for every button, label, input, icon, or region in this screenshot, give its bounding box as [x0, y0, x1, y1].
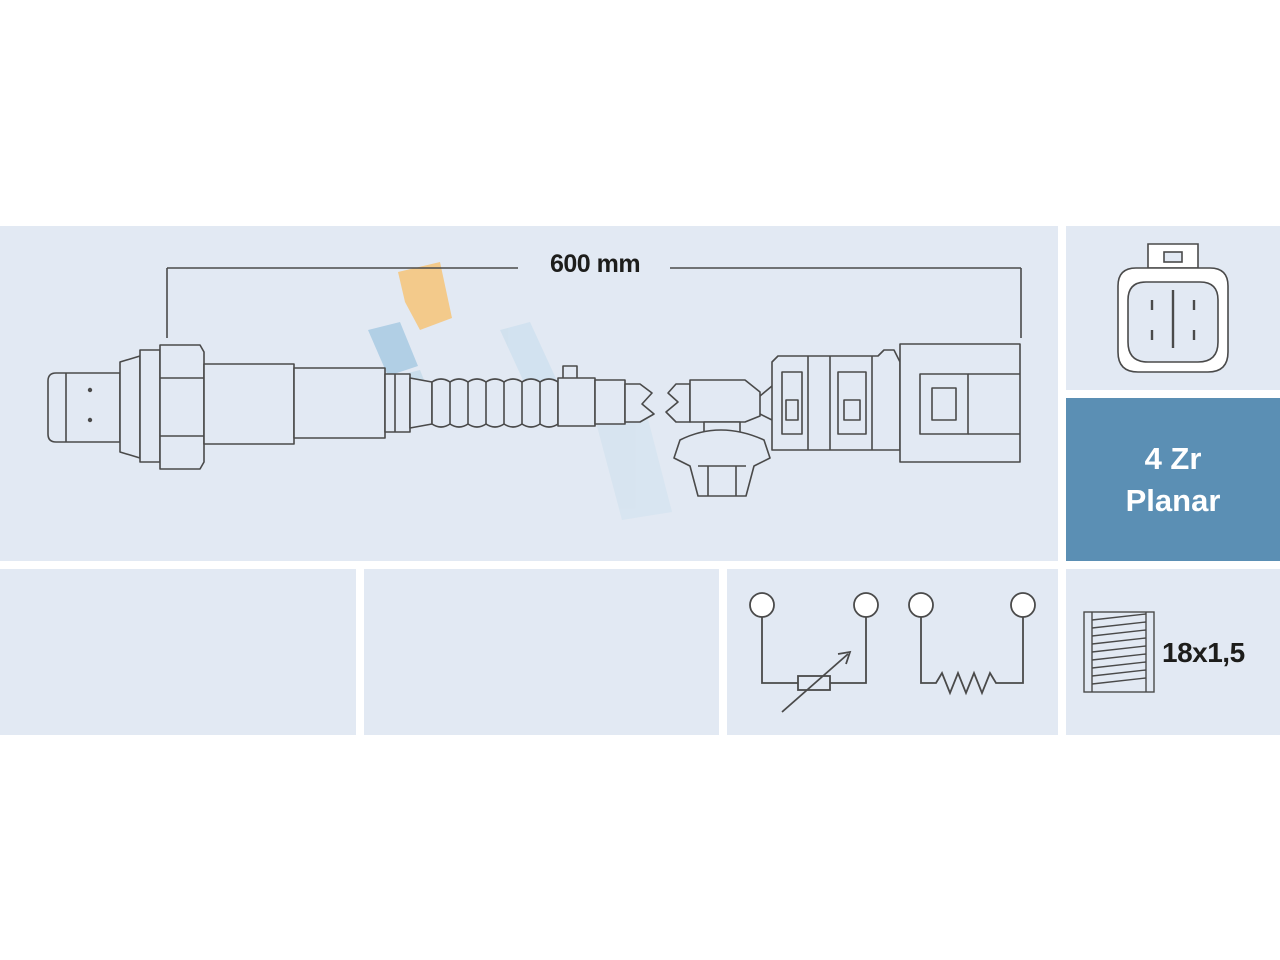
hex-nut: [159, 344, 205, 470]
empty-panel-2: [364, 569, 719, 735]
thread-icon: [1083, 611, 1155, 693]
sensor-type-label: 4 Zr Planar: [1066, 438, 1280, 522]
dimension-line: [166, 267, 1022, 338]
sensor-type-line-2: Planar: [1125, 483, 1221, 518]
cable-length-label: 600 mm: [520, 250, 670, 279]
connector-housing: [771, 349, 901, 451]
circuit-panel: [727, 569, 1058, 735]
protective-sleeve: [431, 378, 559, 428]
empty-panel-1: [0, 569, 356, 735]
connector-4-pin-icon: [1117, 243, 1229, 373]
sensor-type-panel: [1066, 398, 1280, 561]
lambda-sensor-drawing: [47, 343, 1021, 497]
mounting-clip: [673, 429, 771, 497]
sensor-type-line-1: 4 Zr: [1144, 441, 1202, 476]
variable-resistor-and-heater-icon: [749, 592, 1036, 713]
thread-size-label: 18x1,5: [1162, 637, 1245, 668]
sensor-tip: [47, 372, 121, 443]
